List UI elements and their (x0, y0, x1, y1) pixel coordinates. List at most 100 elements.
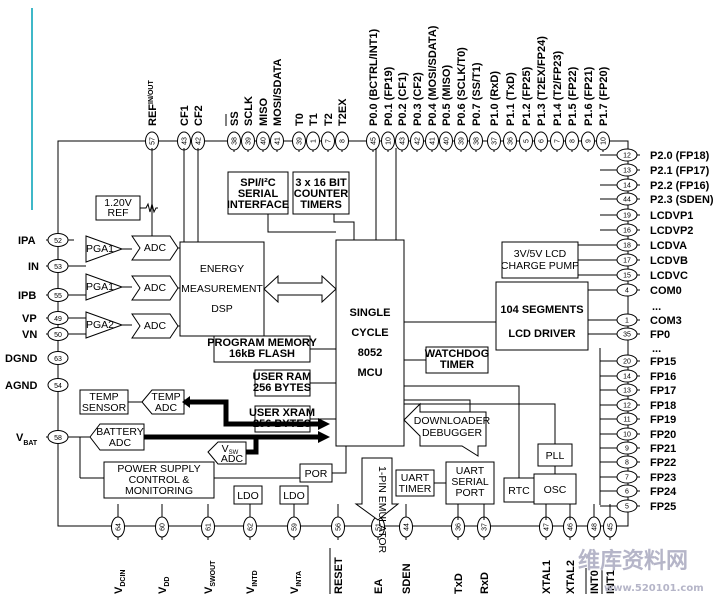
top-pin-label-6: MOSI/SDATA (272, 59, 284, 126)
bottom-pin-label-6: EA (373, 579, 385, 594)
bottom-pin-num-2: 61 (206, 523, 213, 531)
pga2-label: PGA2 (86, 319, 114, 331)
pin-num-55: 55 (54, 293, 62, 300)
uart-timer-block: UART TIMER (395, 469, 435, 497)
top-pin-num-9: 7 (326, 139, 333, 143)
right-pin-label-6: LCDVA (650, 240, 687, 252)
pin-num-54: 54 (54, 383, 62, 390)
right-pin-num-21: 8 (625, 460, 629, 467)
top-pin-label-2: CF2 (193, 105, 205, 126)
temp-adc-label-2: ADC (155, 402, 178, 414)
top-pins: 57REFIN/OUT43CF142CF238SS39SCLK40MISO41M… (145, 25, 610, 152)
right-pin-label-22: FP23 (650, 472, 676, 484)
top-pin-num-10: 8 (340, 139, 347, 143)
top-pin-num-14: 42 (415, 137, 422, 145)
pin-num-58: 58 (54, 435, 62, 442)
right-pin-label-19: FP20 (650, 429, 676, 441)
power-supply-block: POWER SUPPLY CONTROL & MONITORING (103, 461, 215, 499)
rtc-block: RTC (503, 477, 535, 503)
top-pin-label-3: SS (229, 111, 241, 126)
right-pin-num-1: 13 (623, 168, 631, 175)
ldo-2-label: LDO (283, 490, 305, 502)
dsp-mcu-bus (263, 274, 337, 304)
right-pin-num-16: 13 (623, 388, 631, 395)
pin-ipa: IPA 52 (18, 233, 74, 247)
pin-ipb: IPB 55 (18, 288, 86, 302)
pin-label-dgnd: DGND (5, 353, 37, 365)
adc-3: ADC (131, 313, 179, 339)
pin-label-vbat: VBAT (16, 432, 38, 447)
right-pin-num-4: 19 (623, 213, 631, 220)
uart-timer-label-1: UART (401, 472, 430, 484)
watermark-chinese: 维库资料网 (578, 548, 688, 574)
por-block: POR (299, 463, 333, 483)
top-pin-label-15: P0.4 (MOSI/SDATA) (427, 25, 439, 126)
bottom-pin-num-1: 60 (160, 523, 167, 531)
top-pin-6: 41 MOSI/SDATA (270, 59, 284, 152)
right-pin-num-8: 15 (623, 273, 631, 280)
watermark: 维库资料网 www.520101.com (578, 548, 704, 594)
right-pin-num-7: 17 (623, 258, 631, 265)
bottom-pin-label-0: VDCIN (113, 570, 127, 594)
xram-label-1: USER XRAM (249, 407, 315, 419)
watchdog-label-2: TIMER (440, 359, 474, 371)
spi-label-3: INTERFACE (227, 199, 289, 211)
uart-port-label-2: SERIAL (451, 476, 489, 488)
pump-label-2: CHARGE PUMP (501, 260, 579, 272)
top-pin-num-13: 43 (400, 137, 407, 145)
ram-label-1: USER RAM (253, 371, 312, 383)
top-pin-num-8: 1 (311, 139, 318, 143)
top-pin-num-24: 8 (570, 139, 577, 143)
pin-dgnd: DGND 63 (5, 351, 69, 365)
top-pin-label-5: MISO (258, 97, 270, 126)
top-pin-label-11: P0.0 (BCTRL/INT1) (368, 28, 380, 126)
dsp-label-1: ENERGY (200, 263, 244, 275)
user-ram-block: USER RAM 256 BYTES (253, 369, 312, 397)
bottom-pin-num-5: 56 (336, 523, 343, 531)
energy-dsp-block: ENERGY MEASUREMENT DSP (179, 241, 265, 337)
right-pin-num-22: 7 (625, 475, 629, 482)
timers-block: 3 x 16 BIT COUNTER TIMERS (292, 171, 350, 215)
pin-vn: VN 50 (22, 327, 86, 341)
timers-label-1: 3 x 16 BIT (295, 177, 347, 189)
right-pin-num-18: 11 (623, 417, 630, 424)
pin-num-50: 50 (54, 332, 62, 339)
temp-bus (184, 399, 318, 427)
mcu-label-4: MCU (357, 367, 382, 379)
temp-sensor-block: TEMP SENSOR (79, 389, 129, 415)
top-pin-num-18: 38 (474, 137, 481, 145)
right-pin-num-2: 14 (623, 183, 631, 190)
right-pin-label-11: COM3 (650, 315, 682, 327)
right-pin-num-20: 9 (625, 446, 629, 453)
top-pin-num-6: 41 (275, 137, 282, 145)
top-pin-num-23: 7 (555, 139, 562, 143)
right-pin-num-23: 6 (625, 489, 629, 496)
vsw-adc-label-1: VSW (222, 443, 239, 456)
lcd-driver-block: 104 SEGMENTS LCD DRIVER (495, 281, 589, 351)
bottom-pin-label-2: VSWOUT (203, 560, 217, 594)
right-pin-label-13: ... (652, 343, 661, 355)
bottom-pin-label-1: VDD (157, 577, 171, 594)
right-pin-num-5: 16 (623, 228, 631, 235)
top-pin-label-0: REFIN/OUT (147, 80, 159, 126)
timers-label-2: COUNTER (294, 188, 348, 200)
psu-label-2: CONTROL & (129, 474, 190, 486)
right-pin-num-0: 12 (623, 153, 631, 160)
top-pin-num-20: 36 (508, 137, 515, 145)
bottom-pin-label-13: INT1 (605, 570, 617, 594)
